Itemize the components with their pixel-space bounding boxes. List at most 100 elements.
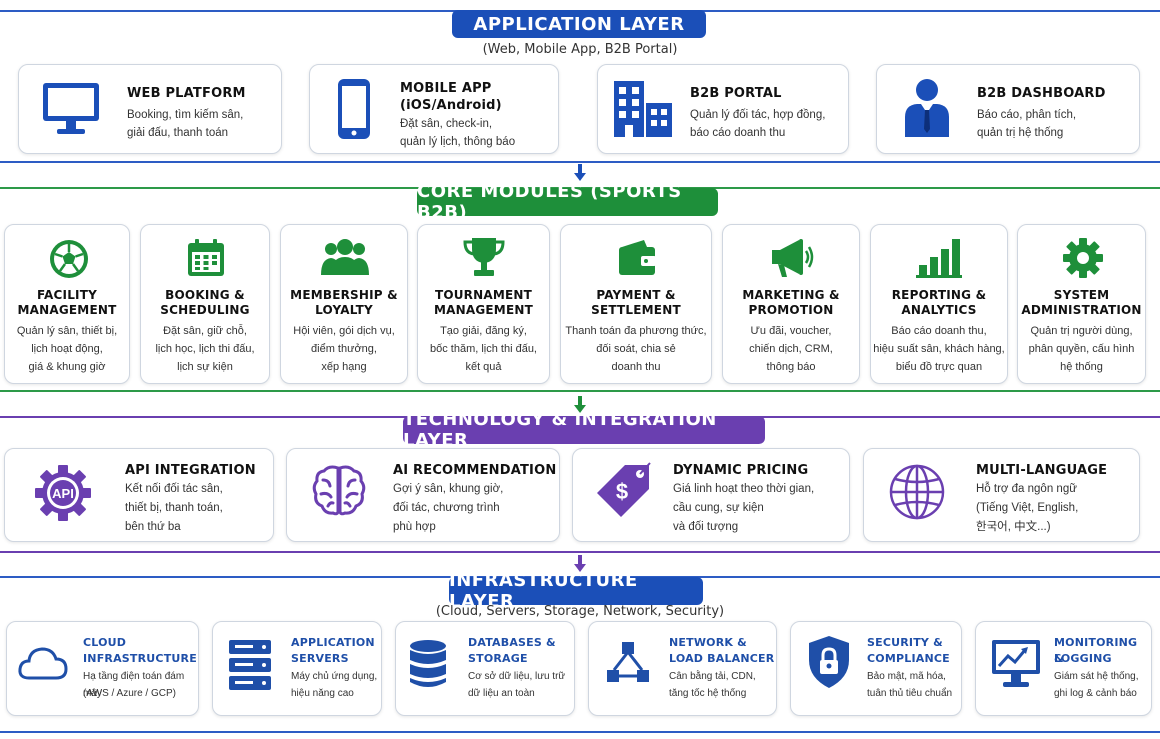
module-desc-line: hiệu suất sân, khách hàng, bbox=[873, 343, 1005, 355]
card-desc-line: quản trị hệ thống bbox=[977, 127, 1064, 139]
module-title-line: ANALYTICS bbox=[901, 303, 977, 317]
card-desc-line: Bảo mật, mã hóa, bbox=[867, 671, 946, 682]
card-title: B2B DASHBOARD bbox=[977, 86, 1106, 101]
card-desc-line: tăng tốc hệ thống bbox=[669, 688, 747, 699]
card-title: WEB PLATFORM bbox=[127, 86, 246, 101]
web-platform-card: WEB PLATFORM Booking, tìm kiếm sân, giải… bbox=[18, 64, 282, 154]
down-arrow-icon bbox=[574, 555, 586, 572]
b2b-dashboard-card: B2B DASHBOARD Báo cáo, phân tích, quản t… bbox=[876, 64, 1140, 154]
card-title: DYNAMIC PRICING bbox=[673, 463, 809, 478]
card-desc-line: Giá linh hoạt theo thời gian, bbox=[673, 483, 815, 495]
module-membership-loyalty: MEMBERSHIP & LOYALTY Hội viên, gói dịch … bbox=[280, 224, 408, 384]
shield-lock-icon bbox=[809, 636, 849, 688]
module-booking-scheduling: BOOKING & SCHEDULING Đặt sân, giữ chỗ, l… bbox=[140, 224, 270, 384]
businessman-icon bbox=[905, 79, 949, 137]
card-title-line: COMPLIANCE bbox=[867, 652, 950, 665]
card-desc-line: đối tác, chương trình bbox=[393, 502, 500, 514]
module-desc-line: phân quyền, cấu hình bbox=[1028, 343, 1135, 355]
api-icon-label: API bbox=[52, 486, 74, 501]
down-arrow-icon bbox=[574, 396, 586, 413]
application-divider bbox=[0, 161, 1160, 163]
globe-icon bbox=[889, 464, 945, 520]
megaphone-icon bbox=[772, 239, 814, 277]
ai-recommendation-card: AI RECOMMENDATION Gợi ý sân, khung giờ, … bbox=[286, 448, 560, 542]
module-desc-line: Ưu đãi, voucher, bbox=[750, 325, 832, 337]
card-title-line: LOAD BALANCER bbox=[669, 652, 775, 665]
card-title-line: MONITORING & bbox=[1054, 636, 1138, 665]
module-title-line: MEMBERSHIP & bbox=[290, 288, 398, 302]
card-desc-line: hiệu năng cao bbox=[291, 688, 354, 699]
card-desc-line: báo cáo doanh thu bbox=[690, 127, 786, 139]
monitoring-logging-card: MONITORING & LOGGING Giám sát hệ thống, … bbox=[975, 621, 1152, 716]
module-desc-line: chiến dịch, CRM, bbox=[749, 343, 833, 355]
dynamic-pricing-card: $ DYNAMIC PRICING Giá linh hoạt theo thờ… bbox=[572, 448, 850, 542]
module-desc-line: xếp hạng bbox=[321, 361, 367, 373]
module-desc-line: Quản trị người dùng, bbox=[1030, 325, 1133, 337]
module-system-administration: SYSTEM ADMINISTRATION Quản trị người dùn… bbox=[1017, 224, 1146, 384]
core-divider bbox=[0, 390, 1160, 392]
card-title-line: (iOS/Android) bbox=[400, 98, 502, 113]
network-icon bbox=[607, 642, 649, 682]
module-facility-management: FACILITY MANAGEMENT Quản lý sân, thiết b… bbox=[4, 224, 130, 384]
card-desc-line: Giám sát hệ thống, bbox=[1054, 671, 1139, 682]
gear-icon bbox=[1063, 238, 1103, 278]
module-title-line: SCHEDULING bbox=[160, 303, 250, 317]
card-desc-line: phù hợp bbox=[393, 521, 436, 533]
application-layer-title: APPLICATION LAYER bbox=[452, 10, 706, 38]
card-title-line: MOBILE APP bbox=[400, 81, 492, 96]
card-desc-line: (Tiếng Việt, English, bbox=[976, 502, 1079, 514]
module-title-line: ADMINISTRATION bbox=[1021, 303, 1142, 317]
card-title-line: INFRASTRUCTURE bbox=[83, 652, 197, 665]
smartphone-icon bbox=[338, 79, 370, 139]
card-desc-line: Quản lý đối tác, hợp đồng, bbox=[690, 109, 826, 121]
card-title-line: DATABASES & bbox=[468, 636, 556, 649]
module-desc-line: hệ thống bbox=[1060, 361, 1103, 373]
soccer-ball-icon bbox=[50, 240, 88, 278]
security-compliance-card: SECURITY & COMPLIANCE Bảo mật, mã hóa, t… bbox=[790, 621, 962, 716]
card-desc-line: bên thứ ba bbox=[125, 521, 181, 533]
module-desc-line: lịch học, lịch thi đấu, bbox=[155, 343, 255, 355]
module-desc-line: lịch sự kiện bbox=[177, 361, 233, 373]
multi-language-card: MULTI-LANGUAGE Hỗ trợ đa ngôn ngữ (Tiếng… bbox=[863, 448, 1140, 542]
card-desc-line: ghi log & cảnh báo bbox=[1054, 688, 1137, 699]
module-title-line: MANAGEMENT bbox=[434, 303, 533, 317]
module-reporting-analytics: REPORTING & ANALYTICS Báo cáo doanh thu,… bbox=[870, 224, 1008, 384]
module-title-line: SETTLEMENT bbox=[591, 303, 681, 317]
bottom-divider bbox=[0, 731, 1160, 733]
card-desc-line: cầu cung, sự kiện bbox=[673, 502, 764, 514]
calendar-icon bbox=[188, 239, 224, 276]
application-servers-card: APPLICATION SERVERS Máy chủ ứng dụng, hi… bbox=[212, 621, 382, 716]
card-desc-line: giải đấu, thanh toán bbox=[127, 127, 229, 139]
card-desc-line: Cơ sở dữ liệu, lưu trữ bbox=[468, 671, 566, 682]
api-gear-icon: API bbox=[35, 465, 91, 521]
card-title: B2B PORTAL bbox=[690, 86, 782, 101]
module-desc-line: bốc thăm, lịch thi đấu, bbox=[429, 343, 537, 355]
module-title-line: PROMOTION bbox=[748, 303, 834, 317]
module-desc-line: Thanh toán đa phương thức, bbox=[565, 325, 707, 337]
module-desc-line: doanh thu bbox=[611, 361, 661, 373]
wallet-icon bbox=[619, 240, 656, 275]
card-desc-line: Kết nối đối tác sân, bbox=[125, 483, 223, 495]
card-desc-line: và đối tượng bbox=[673, 521, 739, 533]
price-tag-icon: $ bbox=[597, 462, 651, 517]
card-title-line: SECURITY & bbox=[867, 636, 943, 649]
infrastructure-layer-title: INFRASTRUCTURE LAYER bbox=[449, 570, 703, 612]
module-desc-line: giá & khung giờ bbox=[28, 361, 106, 373]
module-desc-line: Quản lý sân, thiết bị, bbox=[16, 325, 118, 337]
monitor-chart-icon bbox=[992, 640, 1040, 687]
application-layer-subtitle: (Web, Mobile App, B2B Portal) bbox=[482, 42, 678, 57]
cloud-infrastructure-card: CLOUD INFRASTRUCTURE Hạ tầng điện toán đ… bbox=[6, 621, 199, 716]
bar-chart-icon bbox=[916, 239, 962, 278]
module-title-line: TOURNAMENT bbox=[434, 288, 533, 302]
technology-layer-title: TECHNOLOGY & INTEGRATION LAYER bbox=[403, 409, 765, 451]
databases-storage-card: DATABASES & STORAGE Cơ sở dữ liệu, lưu t… bbox=[395, 621, 575, 716]
card-desc-line: thiết bị, thanh toán, bbox=[125, 502, 223, 514]
server-icon bbox=[229, 640, 271, 690]
module-title-line: PAYMENT & bbox=[596, 288, 676, 302]
card-title-line: CLOUD bbox=[83, 636, 127, 649]
card-desc-line: Booking, tìm kiếm sân, bbox=[127, 109, 244, 121]
card-title-line: STORAGE bbox=[468, 652, 528, 665]
card-title: API INTEGRATION bbox=[125, 463, 256, 478]
module-desc-line: đối soát, chia sẻ bbox=[596, 343, 676, 355]
trophy-icon bbox=[463, 238, 505, 276]
